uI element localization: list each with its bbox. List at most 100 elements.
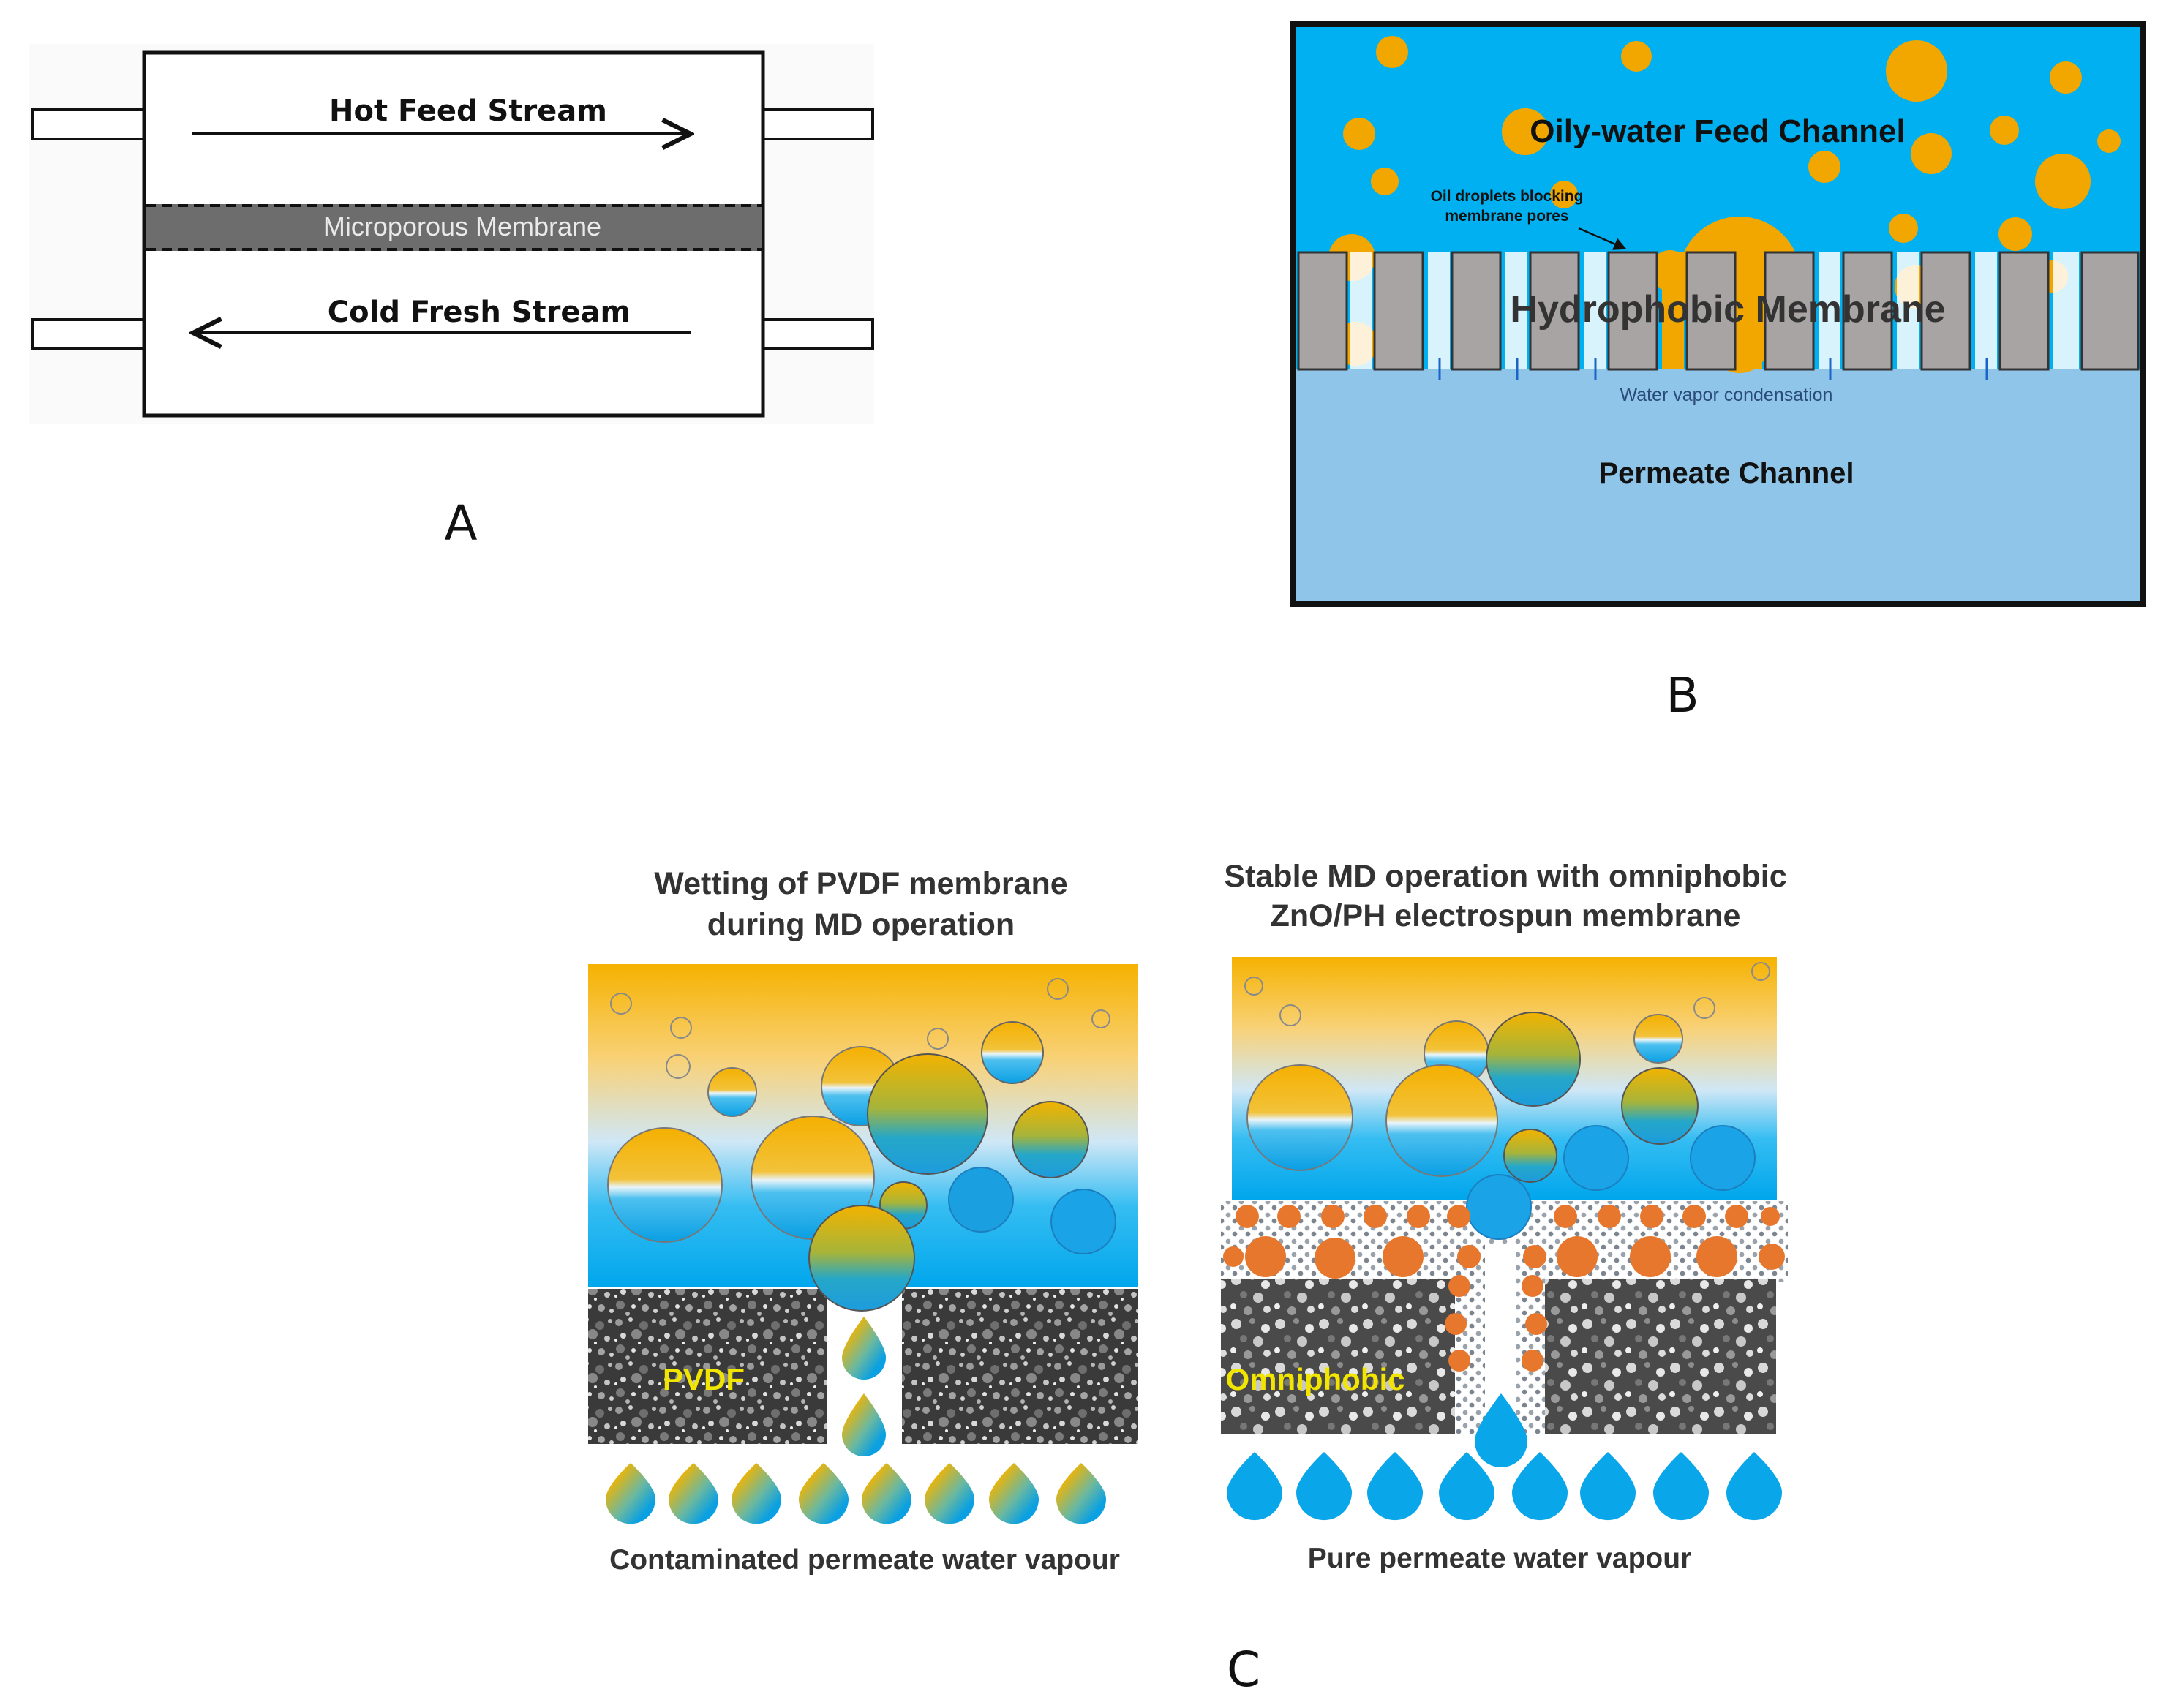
water-droplet bbox=[1563, 1125, 1629, 1191]
oil-droplet bbox=[1998, 217, 2032, 251]
contaminated-permeate-drops bbox=[606, 1463, 1106, 1524]
emulsion-droplet bbox=[981, 1021, 1044, 1084]
membrane-label: Microporous Membrane bbox=[323, 211, 601, 241]
permeating-droplet bbox=[842, 1317, 886, 1380]
zno-particle bbox=[1523, 1245, 1546, 1268]
blocking-note-pointer bbox=[1578, 227, 1627, 250]
cold-fresh-stream-label: Cold Fresh Stream bbox=[328, 296, 631, 329]
pure-drop bbox=[1227, 1452, 1282, 1521]
fresh-inlet-port bbox=[762, 318, 874, 350]
oil-droplet bbox=[2097, 129, 2121, 153]
blocking-note-line2: membrane pores bbox=[1445, 208, 1568, 225]
panel-c-right-omniphobic: Stable MD operation with omniphobic ZnO/… bbox=[1221, 859, 1788, 1574]
pure-permeate-drops bbox=[1227, 1452, 1782, 1521]
emulsion-droplet bbox=[1633, 1014, 1683, 1064]
zno-particle bbox=[1457, 1245, 1481, 1268]
open-pore bbox=[1897, 252, 1919, 369]
blocked-pore bbox=[1740, 252, 1762, 369]
pure-drop bbox=[1296, 1452, 1352, 1521]
left-pvdf-block-right bbox=[902, 1289, 1138, 1444]
zno-particle bbox=[1696, 1236, 1737, 1277]
open-pore bbox=[1584, 252, 1606, 369]
feed-channel-label: Oily-water Feed Channel bbox=[1530, 113, 1905, 149]
emulsion-bubble bbox=[1693, 997, 1715, 1019]
right-caption: Pure permeate water vapour bbox=[1308, 1543, 1692, 1574]
water-droplet bbox=[948, 1167, 1014, 1233]
open-pore bbox=[1819, 252, 1840, 369]
left-pvdf-block-left bbox=[588, 1289, 827, 1444]
membrane-block bbox=[1373, 251, 1424, 371]
open-pore bbox=[2053, 252, 2079, 369]
membrane-block bbox=[1607, 251, 1658, 371]
zno-particle bbox=[1448, 1275, 1470, 1297]
oil-droplet bbox=[1502, 108, 1549, 155]
feed-inlet-port bbox=[31, 108, 146, 140]
permeate-channel-area bbox=[1296, 369, 2140, 601]
zno-particle bbox=[1759, 1244, 1785, 1270]
panel-a-heat-exchanger-diagram: Microporous Membrane Hot Feed Stream Col… bbox=[29, 44, 874, 552]
emulsion-bubble bbox=[1244, 977, 1263, 996]
zno-nanoparticles bbox=[1223, 1205, 1785, 1372]
panel-b-oil-fouling-diagram: Oily-water Feed Channel Oil droplets blo… bbox=[1290, 21, 2146, 723]
pure-drop bbox=[1512, 1452, 1568, 1521]
zno-particle bbox=[1448, 1350, 1470, 1372]
left-title-line2: during MD operation bbox=[707, 907, 1015, 942]
emulsion-droplet bbox=[1621, 1067, 1699, 1145]
zno-particle bbox=[1445, 1313, 1467, 1335]
pure-drop bbox=[1653, 1452, 1709, 1521]
open-pore bbox=[1975, 252, 1997, 369]
zno-particle bbox=[1522, 1275, 1543, 1297]
emulsion-droplet-large bbox=[1486, 1012, 1581, 1107]
emulsion-droplet-large bbox=[867, 1053, 988, 1175]
membrane-block bbox=[2080, 251, 2140, 371]
oil-droplet bbox=[2050, 61, 2082, 94]
oil-droplet bbox=[1376, 36, 1408, 68]
zno-particle bbox=[1640, 1205, 1663, 1228]
emulsion-droplet-large bbox=[1385, 1064, 1498, 1177]
zno-particle bbox=[1682, 1205, 1706, 1228]
open-pore bbox=[1350, 252, 1372, 369]
oil-droplet bbox=[2035, 154, 2091, 209]
feed-outlet-port bbox=[762, 108, 874, 140]
left-title-line1: Wetting of PVDF membrane bbox=[654, 866, 1067, 901]
panel-c-left-pvdf: Wetting of PVDF membrane during MD opera… bbox=[588, 866, 1138, 1576]
contaminated-drop bbox=[669, 1463, 718, 1524]
water-droplet bbox=[1050, 1189, 1116, 1254]
right-membrane-block-right bbox=[1545, 1279, 1776, 1434]
zno-particle bbox=[1598, 1205, 1621, 1228]
emulsion-droplet bbox=[1503, 1129, 1557, 1183]
zno-particle bbox=[1761, 1207, 1780, 1226]
emulsion-bubble bbox=[1279, 1004, 1301, 1026]
omniphobic-label: Omniphobic bbox=[1226, 1362, 1405, 1396]
contaminated-drop bbox=[862, 1463, 911, 1524]
membrane-block bbox=[1451, 251, 1502, 371]
permeate-channel-label: Permeate Channel bbox=[1598, 457, 1854, 489]
zno-particle bbox=[1277, 1205, 1301, 1228]
condensation-label: Water vapor condensation bbox=[1620, 385, 1833, 405]
open-pore bbox=[1505, 252, 1527, 369]
oil-droplet bbox=[1550, 181, 1578, 208]
membrane-block bbox=[1842, 251, 1893, 371]
water-droplet bbox=[1690, 1125, 1756, 1191]
emulsion-bubble bbox=[1091, 1009, 1110, 1028]
pvdf-label: PVDF bbox=[663, 1362, 745, 1396]
hot-feed-stream-label: Hot Feed Stream bbox=[329, 94, 607, 128]
left-caption: Contaminated permeate water vapour bbox=[609, 1544, 1120, 1576]
oil-droplet bbox=[1621, 41, 1652, 72]
permeating-droplet bbox=[842, 1393, 886, 1456]
zno-particle bbox=[1223, 1246, 1244, 1267]
blocked-pore bbox=[1662, 252, 1684, 369]
fresh-outlet-port bbox=[31, 318, 146, 350]
oil-droplet bbox=[1886, 40, 1947, 102]
microporous-membrane-band bbox=[146, 204, 762, 251]
contaminated-drop bbox=[989, 1463, 1039, 1524]
zno-particle bbox=[1236, 1205, 1259, 1228]
zno-particle bbox=[1407, 1205, 1430, 1228]
hydrophobic-membrane-blocks bbox=[1297, 251, 2140, 371]
oil-droplet bbox=[1343, 118, 1375, 150]
oil-droplet bbox=[1990, 116, 2019, 145]
emulsion-droplet bbox=[1012, 1101, 1089, 1178]
emulsion-bubble bbox=[927, 1028, 949, 1050]
